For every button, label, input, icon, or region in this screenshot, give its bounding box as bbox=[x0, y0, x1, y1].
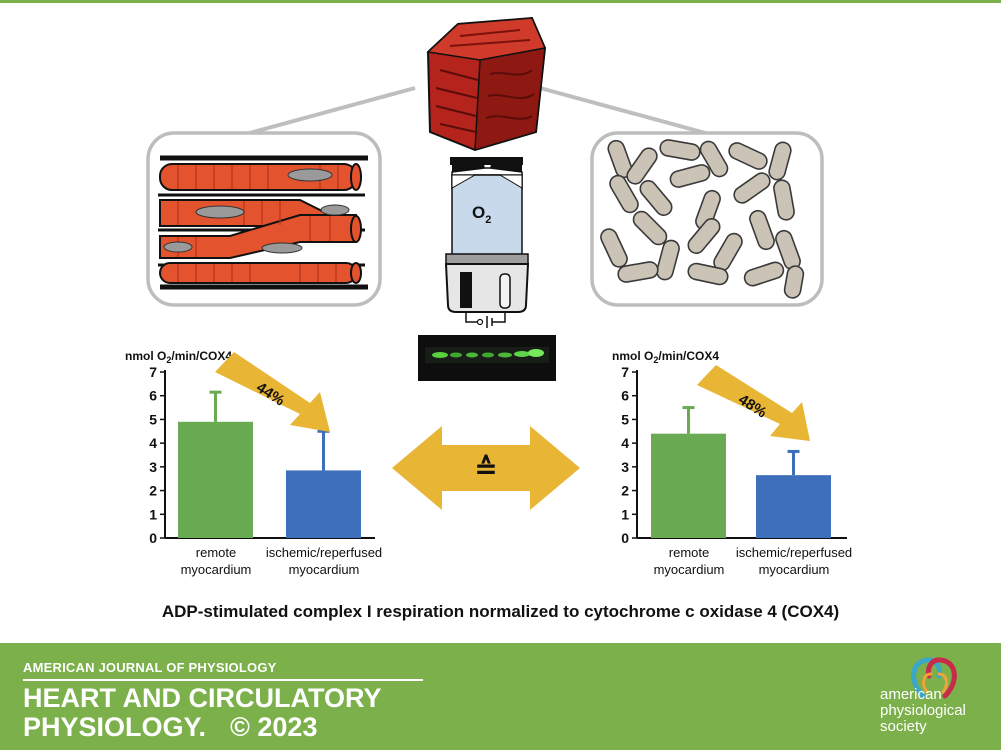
muscle-fiber-illustration bbox=[158, 155, 368, 290]
diagram-canvas: O2 ≙ nmol O2/min/COX4 0 1 2 3 4 5 6 7 44% remot… bbox=[125, 16, 852, 577]
bar-left-1 bbox=[286, 470, 361, 538]
y-tick-label-left: 0 bbox=[149, 530, 157, 546]
y-tick-label-left: 6 bbox=[149, 388, 157, 404]
oxygraph-chamber-icon: O2 bbox=[444, 157, 530, 328]
y-tick-label-left: 4 bbox=[149, 435, 157, 451]
equivalence-double-arrow: ≙ bbox=[392, 426, 580, 510]
society-name-line3: society bbox=[880, 718, 927, 735]
aps-logo-icon bbox=[911, 657, 957, 699]
chamber-o2-label: O2 bbox=[472, 203, 491, 226]
connector-right bbox=[539, 86, 721, 139]
y-tick-label-right: 4 bbox=[621, 435, 629, 451]
society-name-line2: physiological bbox=[880, 702, 966, 719]
y-tick-label-right: 0 bbox=[621, 530, 629, 546]
journal-name-line1: AMERICAN JOURNAL OF PHYSIOLOGY bbox=[23, 660, 277, 675]
bar-right-1 bbox=[756, 475, 831, 538]
y-tick-label-right: 1 bbox=[621, 506, 629, 522]
y-tick-label-right: 2 bbox=[621, 483, 629, 499]
society-name: american physiological society bbox=[880, 687, 966, 735]
y-tick-label-right: 6 bbox=[621, 388, 629, 404]
y-tick-label-right: 7 bbox=[621, 364, 629, 380]
western-blot-image bbox=[418, 335, 556, 381]
y-tick-label-right: 3 bbox=[621, 459, 629, 475]
y-tick-label-right: 5 bbox=[621, 411, 629, 427]
y-tick-label-left: 7 bbox=[149, 364, 157, 380]
heart-tissue-icon bbox=[426, 16, 547, 152]
y-tick-label-left: 5 bbox=[149, 411, 157, 427]
decrease-arrow-left: 44% bbox=[215, 352, 330, 432]
copyright-notice: © 2023 bbox=[230, 712, 318, 742]
connector-left bbox=[234, 86, 416, 139]
decrease-label-right: 48% bbox=[735, 391, 769, 422]
journal-name-line2: HEART AND CIRCULATORY bbox=[23, 683, 382, 713]
bar-right-0 bbox=[651, 433, 726, 538]
journal-name-line3: PHYSIOLOGY. bbox=[23, 712, 207, 742]
mitochondria-illustration bbox=[600, 139, 805, 299]
footer-divider bbox=[23, 679, 423, 681]
ylabel-left: nmol O2/min/COX4 bbox=[125, 349, 232, 365]
muscle-fibers-panel bbox=[146, 131, 382, 307]
ylabel-right: nmol O2/min/COX4 bbox=[612, 349, 719, 365]
y-tick-label-left: 2 bbox=[149, 483, 157, 499]
y-tick-label-left: 1 bbox=[149, 506, 157, 522]
y-tick-label-left: 3 bbox=[149, 459, 157, 475]
figure-caption: ADP-stimulated complex I respiration nor… bbox=[161, 602, 840, 621]
decrease-arrow-right: 48% bbox=[697, 365, 810, 441]
top-border-line bbox=[0, 0, 1001, 3]
equivalence-symbol: ≙ bbox=[474, 452, 497, 485]
journal-footer: AMERICAN JOURNAL OF PHYSIOLOGY HEART AND… bbox=[0, 643, 1001, 750]
society-name-line1: american bbox=[880, 686, 942, 703]
bar-left-0 bbox=[178, 421, 253, 538]
mitochondria-panel bbox=[590, 131, 824, 307]
